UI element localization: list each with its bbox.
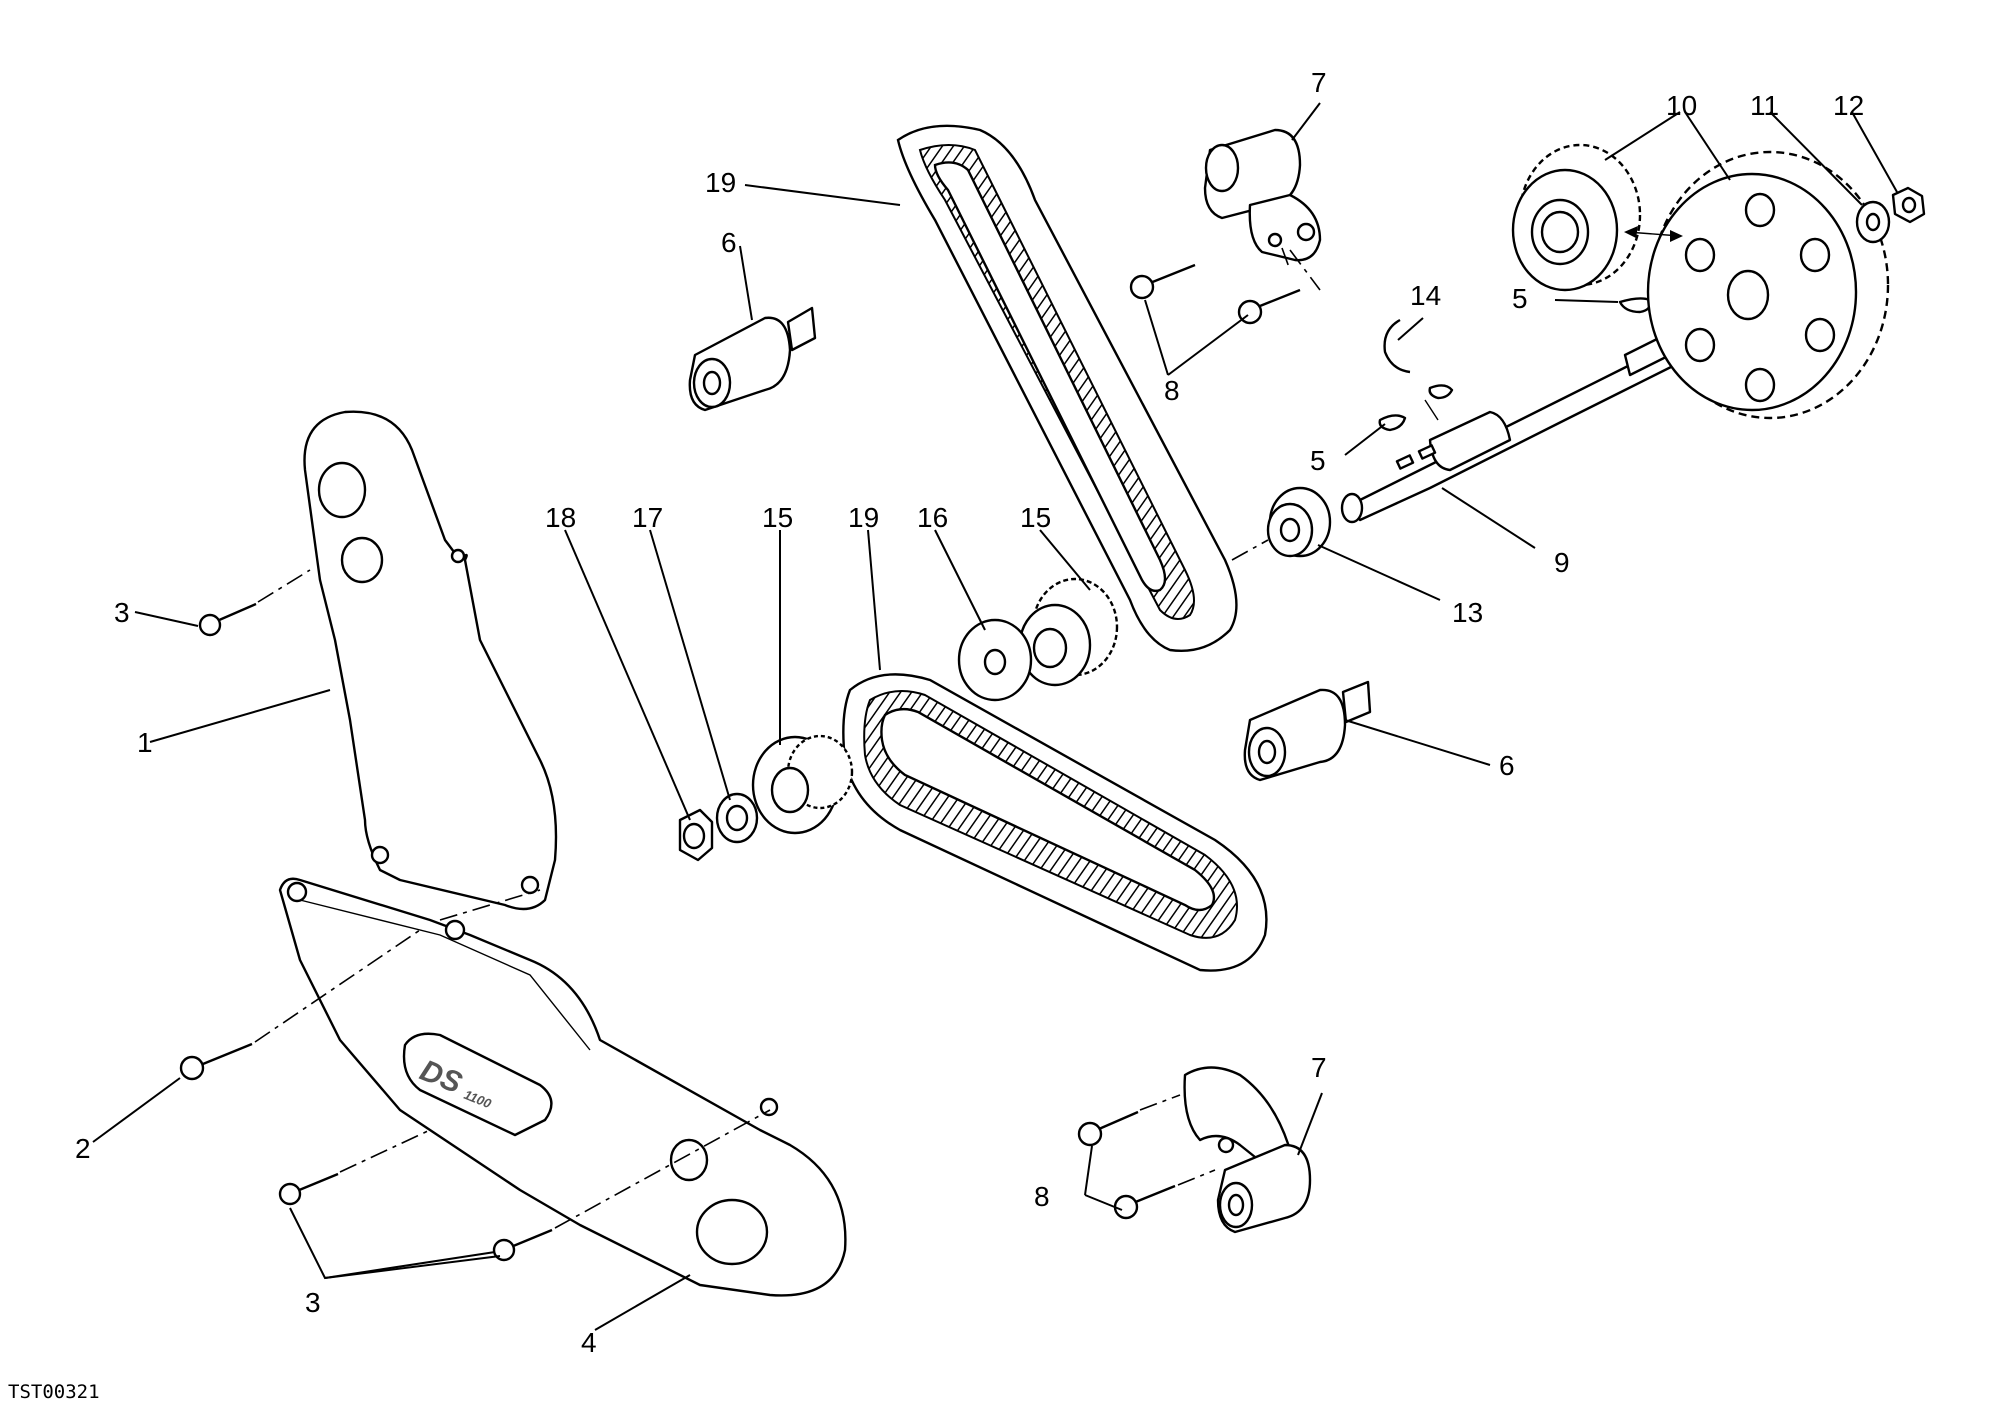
timing-pulley-right	[1018, 577, 1119, 687]
callout-11: 11	[1750, 90, 1779, 121]
belt-tensioner-upper	[1203, 128, 1322, 262]
callout-15-left: 15	[762, 502, 793, 533]
callout-12: 12	[1833, 90, 1864, 121]
cover-screw-lower-a	[278, 1172, 339, 1206]
callout-16: 16	[917, 502, 948, 533]
callout-19-lower: 19	[848, 502, 879, 533]
circlip	[1383, 318, 1411, 374]
callout-17: 17	[632, 502, 663, 533]
timing-belt-upper	[896, 124, 1238, 652]
gear-washer	[1855, 200, 1891, 244]
callout-numbers: 1 2 3 3 4 5 5 6 6 7 7 8 8 9 10 11 12 13 …	[75, 67, 1864, 1358]
callout-5-lower: 5	[1310, 445, 1326, 476]
belt-tensioner-lower	[1183, 1066, 1312, 1234]
timing-belt-lower	[842, 673, 1268, 972]
gear-small	[1511, 143, 1642, 292]
shaft-spacer	[1266, 486, 1332, 558]
callout-14: 14	[1410, 280, 1441, 311]
callout-1: 1	[137, 727, 153, 758]
pulley-spacer	[715, 792, 759, 844]
callout-6-lower: 6	[1499, 750, 1515, 781]
pulley-nut	[678, 808, 714, 862]
callout-8-upper: 8	[1164, 375, 1180, 406]
tensioner-screws-lower	[1077, 1110, 1176, 1220]
woodruff-key-upper	[1618, 297, 1652, 314]
callout-15-right: 15	[1020, 502, 1051, 533]
woodruff-key-middle	[1428, 384, 1454, 400]
callout-3-upper: 3	[114, 597, 130, 628]
timing-pulley-left	[751, 734, 854, 835]
tensioner-screws-upper	[1129, 263, 1301, 325]
pulley-washer	[957, 618, 1033, 702]
timing-layshaft	[1340, 333, 1697, 524]
callout-leaders	[92, 102, 1898, 1331]
callout-13: 13	[1452, 597, 1483, 628]
lower-belt-cover: DS 1100	[278, 877, 847, 1297]
callout-7-upper: 7	[1311, 67, 1327, 98]
idler-stud-upper	[688, 306, 817, 412]
callout-8-lower: 8	[1034, 1181, 1050, 1212]
callout-18: 18	[545, 502, 576, 533]
woodruff-key-lower	[1378, 414, 1407, 432]
cover-screw-lower-b	[492, 1228, 553, 1262]
cover-screw-long	[179, 1042, 253, 1081]
callout-6-upper: 6	[721, 227, 737, 258]
idler-stud-lower	[1243, 680, 1372, 782]
callout-4: 4	[581, 1327, 597, 1358]
callout-5-upper: 5	[1512, 283, 1528, 314]
gear-nut	[1891, 186, 1926, 224]
cover-screw-upper	[198, 602, 257, 637]
callout-3-lower: 3	[305, 1287, 321, 1318]
callout-9: 9	[1554, 547, 1570, 578]
callout-7-lower: 7	[1311, 1052, 1327, 1083]
drawing-code: TST00321	[8, 1381, 100, 1403]
gear-large	[1646, 150, 1890, 420]
upper-belt-cover	[303, 410, 558, 911]
callout-10: 10	[1666, 90, 1697, 121]
callout-19-upper: 19	[705, 167, 736, 198]
callout-2: 2	[75, 1133, 91, 1164]
